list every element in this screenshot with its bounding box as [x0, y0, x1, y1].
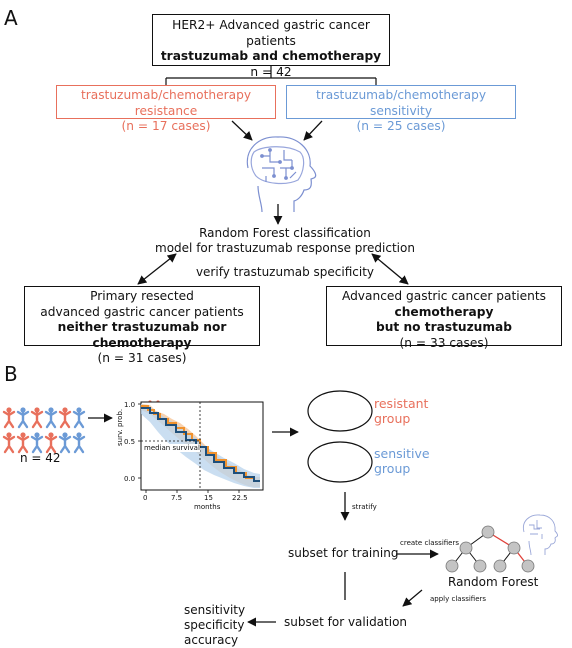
- arrow-resistance-to-brain: [231, 120, 253, 141]
- chemo-only-box: Advanced gastric cancer patients chemoth…: [326, 286, 562, 350]
- metric-specificity: specificity: [184, 618, 245, 632]
- km-sensitive-curve: [141, 407, 260, 482]
- arrow-forest-to-validation: [402, 589, 423, 607]
- km-ytick-0: 0.0: [124, 475, 136, 483]
- patient-figure: [58, 407, 72, 429]
- small-brain-head-icon: [522, 514, 558, 556]
- training-subset-label: subset for training: [288, 546, 399, 560]
- km-xlabel: months: [194, 503, 221, 511]
- model-description: Random Forest classification model for t…: [150, 226, 420, 256]
- cohort-treatment: trastuzumab and chemotherapy: [160, 49, 382, 63]
- km-xtick-0: 0: [143, 494, 148, 502]
- patient-figure: [16, 432, 30, 454]
- validation-subset-label: subset for validation: [284, 615, 408, 629]
- patient-figure: [72, 407, 86, 429]
- resistant-group-label: resistant group: [374, 396, 428, 426]
- create-classifiers-label: create classifiers: [400, 539, 460, 547]
- metrics-list: sensitivity specificity accuracy: [184, 603, 245, 648]
- sensitive-group-word: group: [374, 461, 411, 476]
- arrow-model-right-box: [371, 253, 409, 285]
- km-ytick-1: 1.0: [124, 401, 136, 409]
- km-ylabel: surv. prob.: [116, 408, 124, 446]
- apply-classifiers-label: apply classifiers: [430, 595, 487, 603]
- km-xtick-225: 22.5: [232, 494, 248, 502]
- sensitivity-title: trastuzumab/chemotherapy sensitivity: [315, 88, 487, 118]
- patient-figure: [44, 432, 58, 454]
- split-bracket: [165, 66, 377, 85]
- metric-accuracy: accuracy: [184, 633, 239, 647]
- chemo-only-count: (n = 33 cases): [399, 335, 489, 350]
- arrow-sensitivity-to-brain: [303, 120, 323, 141]
- cohort-title: HER2+ Advanced gastric cancer patients: [172, 18, 370, 48]
- resistant-word: resistant: [374, 396, 429, 411]
- patient-figure: [30, 407, 44, 429]
- model-line2: model for trastuzumab response predictio…: [155, 241, 415, 255]
- patient-figure: [44, 407, 58, 429]
- patient-count: n = 42: [20, 451, 61, 465]
- no-treatment-box: Primary resected advanced gastric cancer…: [24, 286, 260, 365]
- km-median-label: median survival: [144, 444, 200, 452]
- patient-figure: [2, 407, 16, 429]
- km-xtick-75: 7.5: [171, 494, 183, 502]
- km-ytick-05: 0.5: [124, 438, 136, 446]
- panel-b-label: B: [4, 362, 18, 386]
- ai-brain-head-icon: [246, 136, 317, 213]
- chemo-only-line3: but no trastuzumab: [376, 320, 512, 334]
- no-treatment-line1: Primary resected: [90, 289, 194, 303]
- resistant-group-ellipse: [307, 390, 373, 432]
- resistance-count: (n = 17 cases): [121, 119, 211, 133]
- random-forest-label: Random Forest: [448, 575, 539, 589]
- arrow-model-left-box: [137, 253, 177, 285]
- patient-figure: [2, 432, 16, 454]
- sensitive-group-label: sensitive group: [374, 446, 430, 476]
- no-treatment-line3: neither trastuzumab nor chemotherapy: [57, 320, 227, 350]
- metric-sensitivity: sensitivity: [184, 603, 246, 617]
- model-line1: Random Forest classification: [199, 226, 371, 240]
- random-forest-tree-icon: [445, 525, 535, 573]
- patient-figure: [72, 432, 86, 454]
- resistance-box: trastuzumab/chemotherapy resistance (n =…: [56, 85, 276, 133]
- chemo-only-line2: chemotherapy: [394, 304, 494, 319]
- km-xtick-15: 15: [204, 494, 213, 502]
- resistance-title: trastuzumab/chemotherapy resistance: [80, 88, 252, 118]
- no-treatment-count: (n = 31 cases): [97, 351, 187, 365]
- patient-figure: [30, 432, 44, 454]
- stratify-label: stratify: [352, 503, 377, 511]
- patient-figure: [58, 432, 72, 454]
- resistant-group-word: group: [374, 411, 411, 426]
- verify-specificity-label: verify trastuzumab specificity: [195, 265, 375, 279]
- chemo-only-line1: Advanced gastric cancer patients: [341, 289, 547, 303]
- sensitive-group-ellipse: [307, 441, 373, 483]
- sensitivity-box: trastuzumab/chemotherapy sensitivity (n …: [286, 85, 516, 133]
- panel-a-label: A: [4, 6, 18, 30]
- sensitive-word: sensitive: [374, 446, 430, 461]
- no-treatment-line2: advanced gastric cancer patients: [40, 304, 244, 319]
- sensitivity-count: (n = 25 cases): [356, 119, 446, 133]
- patient-figure: [16, 407, 30, 429]
